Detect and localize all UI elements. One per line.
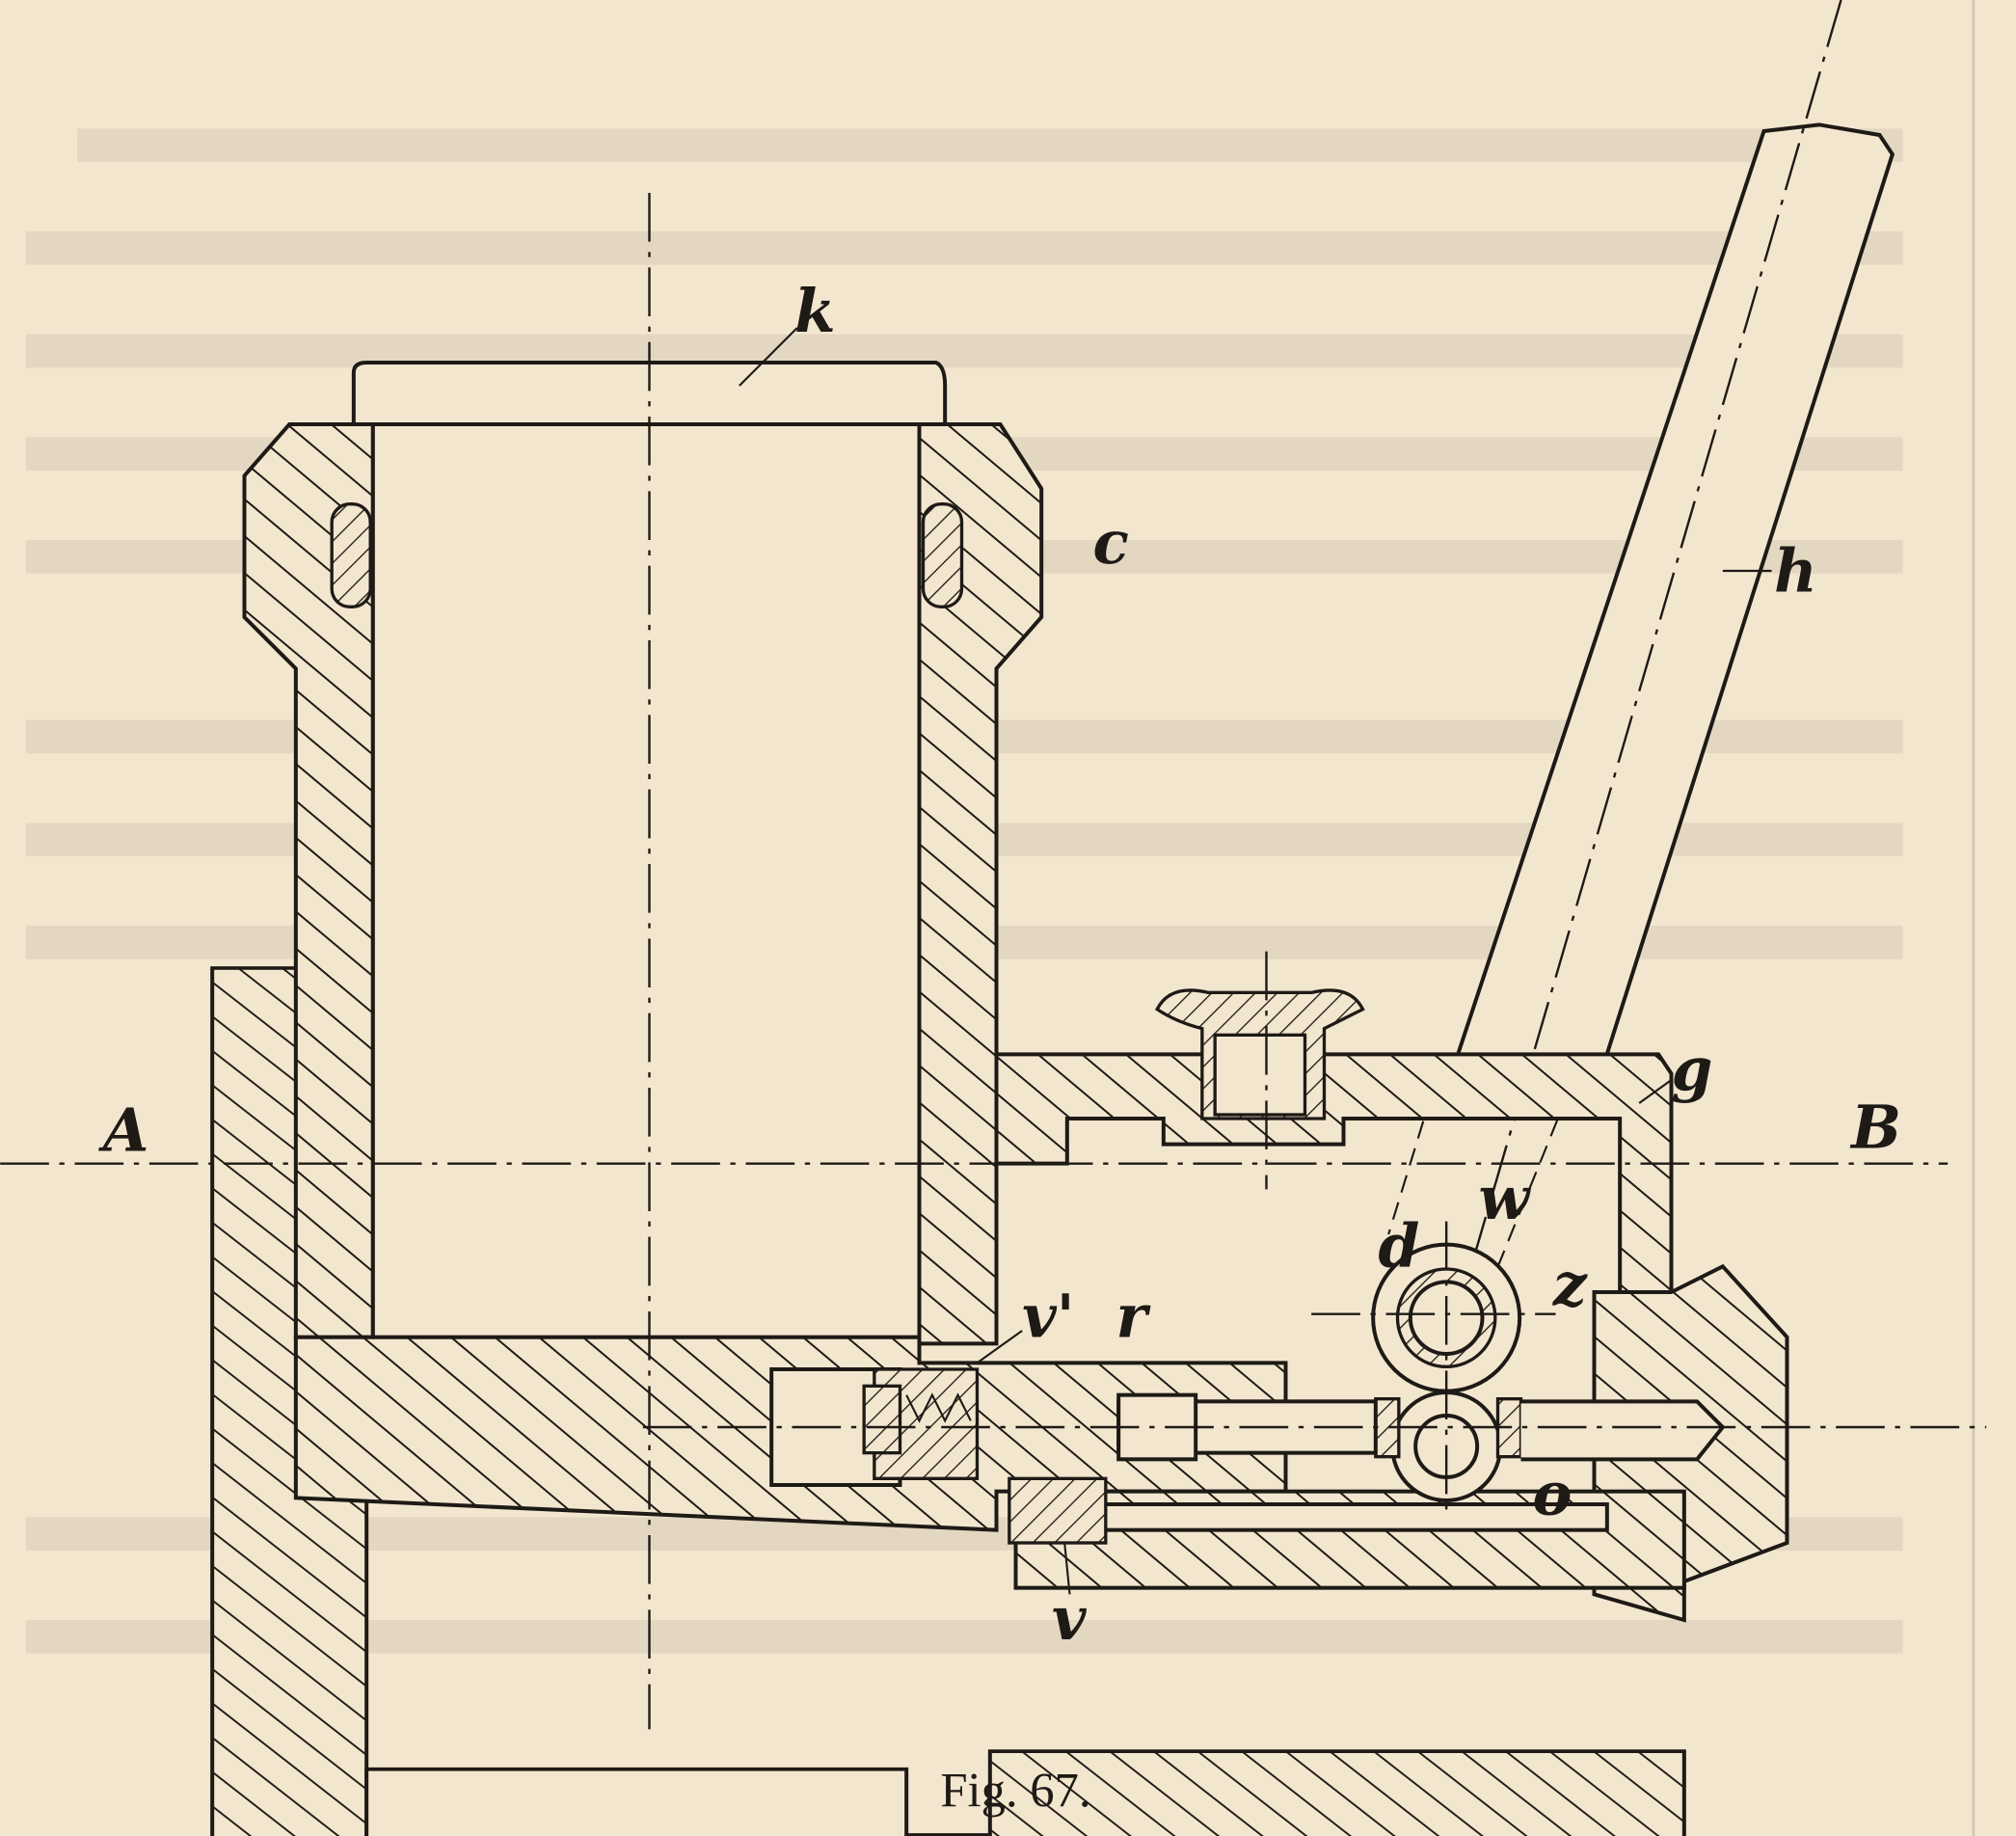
label-g: g bbox=[1672, 1036, 1713, 1105]
plug bbox=[1155, 988, 1365, 1120]
leader-v bbox=[1063, 1542, 1071, 1595]
label-A: A bbox=[98, 1095, 149, 1165]
label-w: w bbox=[1479, 1164, 1532, 1233]
label-o: o bbox=[1533, 1460, 1572, 1529]
figure-caption: Fig. 67. bbox=[940, 1763, 1090, 1817]
label-c: c bbox=[1093, 508, 1129, 578]
label-h: h bbox=[1774, 536, 1817, 606]
label-v-prime: v' bbox=[1022, 1282, 1074, 1352]
label-B: B bbox=[1849, 1094, 1901, 1163]
label-v: v bbox=[1052, 1584, 1088, 1654]
label-k: k bbox=[794, 277, 836, 346]
leader-g bbox=[1638, 1079, 1673, 1104]
leader-v-prime bbox=[976, 1330, 1023, 1364]
cylinder bbox=[242, 361, 1044, 1346]
label-d: d bbox=[1379, 1211, 1420, 1281]
label-r: r bbox=[1116, 1282, 1152, 1352]
label-z: z bbox=[1552, 1250, 1588, 1319]
center-lines bbox=[0, 193, 1987, 1730]
leader-k bbox=[739, 327, 798, 387]
